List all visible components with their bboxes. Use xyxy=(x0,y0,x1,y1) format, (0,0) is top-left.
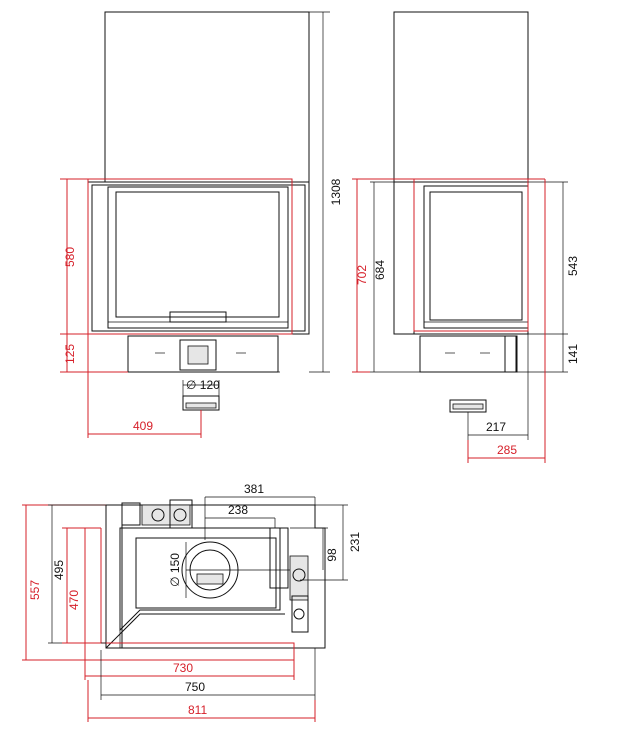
dim-409: 409 xyxy=(133,419,153,433)
dim-730: 730 xyxy=(173,661,193,675)
dim-750: 750 xyxy=(185,680,205,694)
front-glass xyxy=(115,191,280,318)
dim-1308: 1308 xyxy=(329,178,343,205)
front-firebox xyxy=(87,181,310,335)
plan-red-outline xyxy=(100,528,295,660)
dim-381: 381 xyxy=(244,482,264,496)
front-hood xyxy=(104,11,310,183)
front-view: ∅ 120 1308 580 125 409 xyxy=(60,11,343,438)
side-red-outline xyxy=(413,178,529,332)
dim-580: 580 xyxy=(63,247,77,267)
dim-543: 543 xyxy=(566,256,580,276)
dim-811: 811 xyxy=(188,703,207,717)
plan-view: 381 238 231 98 ∅ 150 557 495 470 xyxy=(22,482,362,722)
dim-557: 557 xyxy=(28,580,42,600)
dim-684: 684 xyxy=(373,260,387,280)
dim-238: 238 xyxy=(228,503,248,517)
front-flue-diameter-label: ∅ 120 xyxy=(186,378,220,392)
dim-285: 285 xyxy=(497,443,517,457)
dim-702: 702 xyxy=(355,265,369,285)
dim-217: 217 xyxy=(486,420,506,434)
dim-231: 231 xyxy=(348,532,362,552)
front-red-outline xyxy=(87,178,293,335)
plan-flue-diameter-label: ∅ 150 xyxy=(168,553,182,587)
side-glass xyxy=(429,191,523,321)
side-base xyxy=(419,335,517,373)
front-door-frame xyxy=(107,186,289,329)
dim-125: 125 xyxy=(63,344,77,364)
dim-495: 495 xyxy=(52,560,66,580)
dim-470: 470 xyxy=(67,590,81,610)
dim-141: 141 xyxy=(566,344,580,364)
dim-98: 98 xyxy=(325,548,339,562)
side-view: 684 702 543 141 217 285 xyxy=(352,11,580,463)
side-hood xyxy=(393,11,529,183)
